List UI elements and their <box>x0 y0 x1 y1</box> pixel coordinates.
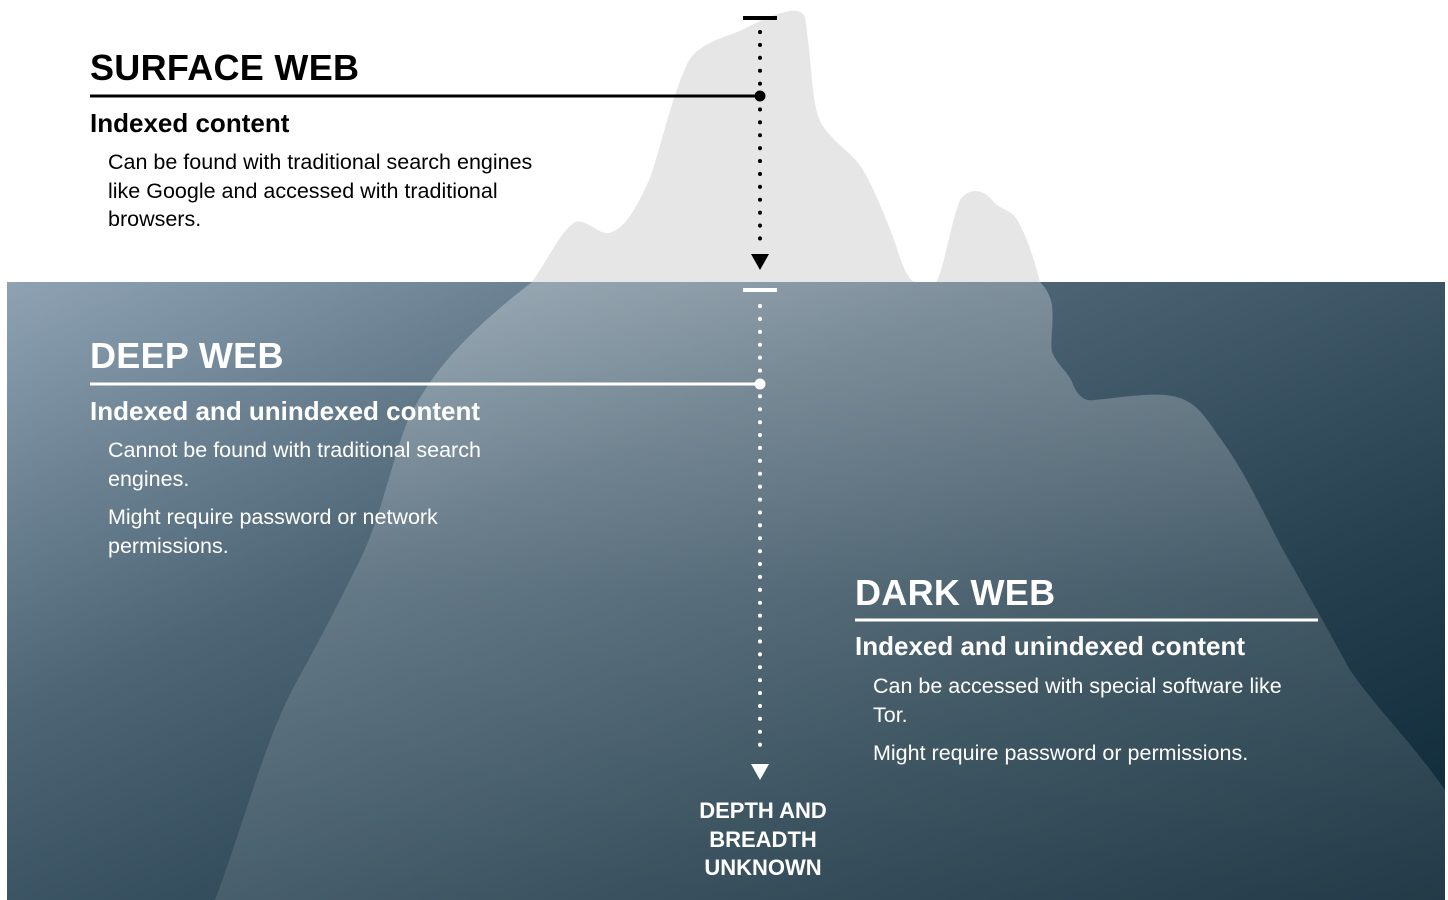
iceberg-underwater <box>215 282 1445 900</box>
dark-subtitle: Indexed and unindexed content <box>855 631 1246 661</box>
deep-paragraph: Might require password or network permis… <box>108 505 438 558</box>
dark-title: DARK WEB <box>855 572 1056 613</box>
deep-title: DEEP WEB <box>90 335 284 376</box>
surface-subtitle: Indexed content <box>90 108 290 138</box>
deep-subtitle: Indexed and unindexed content <box>90 396 481 426</box>
dark-paragraph: Can be accessed with special software li… <box>873 674 1282 727</box>
surface-title: SURFACE WEB <box>90 47 360 88</box>
depth-label-line: DEPTH AND <box>699 798 827 823</box>
deep-paragraph: Cannot be found with traditional search … <box>108 438 481 491</box>
iceberg-tip <box>532 10 1040 283</box>
dark-paragraph: Might require password or permissions. <box>873 741 1249 765</box>
deep-description: Cannot be found with traditional search … <box>108 436 538 570</box>
surface-description: Can be found with traditional search eng… <box>108 148 538 244</box>
surface-arrow-head <box>751 254 769 270</box>
depth-label: DEPTH AND BREADTH UNKNOWN <box>680 797 846 883</box>
depth-label-line: BREADTH <box>709 826 817 852</box>
depth-label-line: UNKNOWN <box>704 855 822 880</box>
surface-paragraph: Can be found with traditional search eng… <box>108 150 533 231</box>
deep-arrow-head <box>751 764 769 780</box>
dark-description: Can be accessed with special software li… <box>873 672 1303 778</box>
